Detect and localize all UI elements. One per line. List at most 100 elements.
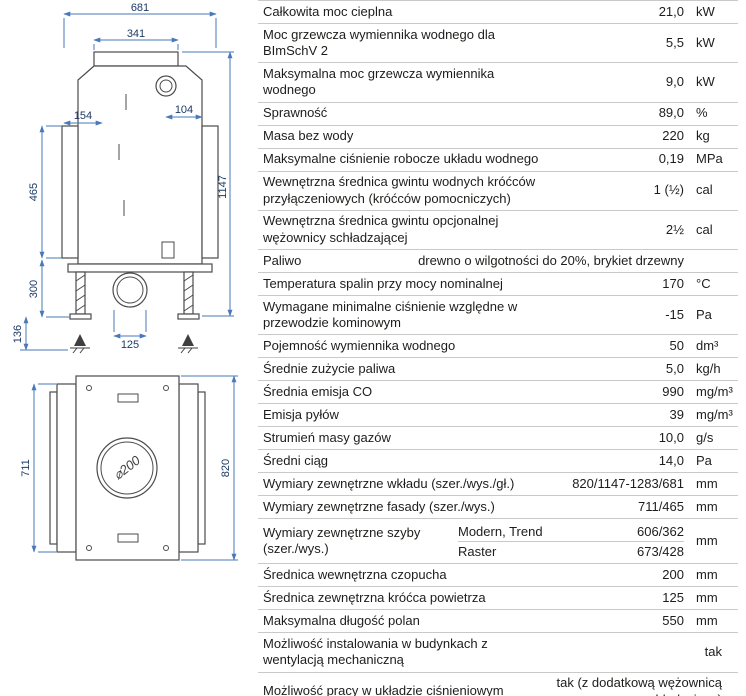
spec-label: Średnica zewnętrzna króćca powietrza (263, 589, 486, 605)
spec-row: Wymiary zewnętrzne wkładu (szer./wys./gł… (258, 473, 738, 497)
dim-width-top: 341 (127, 28, 145, 40)
stove-body (61, 51, 219, 320)
spec-value: 550 (662, 612, 684, 628)
spec-value: 170 (662, 275, 684, 291)
dimension-lines (20, 11, 234, 351)
spec-row: Pojemność wymiennika wodnego 50 dm³ (258, 335, 738, 359)
spec-label: Wewnętrzna średnica gwintu opcjonalnej w… (263, 213, 499, 245)
spec-row: Całkowita moc cieplna 21,0 kW (258, 1, 738, 24)
dim-height-facade: 465 (28, 183, 40, 201)
spec-row: Masa bez wody 220 kg (258, 126, 738, 149)
spec-value: 990 (662, 383, 684, 399)
spec-label: Wymiary zewnętrzne wkładu (szer./wys./gł… (263, 475, 515, 491)
spec-value: 820/1147-1283/681 (572, 475, 684, 491)
spec-row: Maksymalna moc grzewcza wymiennika wodne… (258, 63, 738, 103)
spec-value: 10,0 (658, 429, 684, 445)
spec-label: Możliwość instalowania w budynkach z wen… (263, 635, 488, 668)
spec-unit: mm (696, 566, 718, 582)
spec-label: Wewnętrzna średnica gwintu wodnych króćc… (263, 174, 536, 206)
spec-value: tak (704, 644, 722, 660)
top-view-body (49, 375, 206, 561)
spec-unit: kg (696, 128, 710, 144)
spec-unit: cal (696, 182, 713, 198)
spec-row: Wewnętrzna średnica gwintu wodnych króćc… (258, 172, 738, 211)
technical-drawings: 681 341 154 104 465 1147 300 136 125 (0, 0, 256, 696)
spec-label: Temperatura spalin przy mocy nominalnej (263, 275, 503, 291)
dim-height-right: 820 (220, 459, 232, 477)
spec-value: 125 (662, 589, 684, 605)
spec-value: 50 (669, 337, 684, 353)
body-details (75, 94, 194, 312)
dim-width-total: 681 (131, 2, 149, 14)
spec-value: 14,0 (658, 452, 684, 468)
spec-label: Średni ciąg (263, 452, 329, 468)
spec-row: Wymagane minimalne ciśnienie względne w … (258, 296, 738, 336)
glass-variant-row: Raster 673/428 (458, 542, 684, 561)
spec-label: Masa bez wody (263, 128, 354, 144)
spec-label: Wymiary zewnętrzne fasady (szer./wys.) (263, 498, 495, 514)
spec-unit: dm³ (696, 337, 719, 353)
spec-unit: % (696, 105, 708, 121)
glass-variant-value: 673/428 (637, 543, 684, 559)
spec-value: 1 (½) (653, 182, 684, 198)
spec-row: Średnia emisja CO 990 mg/m³ (258, 381, 738, 405)
top-view-dimension-lines (31, 375, 238, 561)
spec-row: Średnie zużycie paliwa 5,0 kg/h (258, 358, 738, 382)
spec-row: Możliwość instalowania w budynkach z wen… (258, 633, 738, 673)
spec-label: Średnie zużycie paliwa (263, 360, 396, 376)
spec-label: Paliwo (263, 252, 302, 268)
glass-variant-name: Modern, Trend (458, 523, 543, 539)
spec-row: Średnica wewnętrzna czopucha 200 mm (258, 564, 738, 588)
spec-unit: kW (696, 3, 715, 19)
dim-width-air-inlet: 125 (121, 339, 139, 351)
floor-anchors (70, 334, 198, 354)
spec-value: 39 (669, 406, 684, 422)
spec-label: Sprawność (263, 105, 328, 121)
spec-label: Średnia emisja CO (263, 383, 373, 399)
spec-row: Strumień masy gazów 10,0 g/s (258, 427, 738, 451)
spec-label: Moc grzewcza wymiennika wodnego dla BImS… (263, 26, 495, 59)
spec-unit: kW (696, 74, 715, 90)
spec-label: Maksymalna długość polan (263, 612, 420, 628)
spec-value: 711/465 (637, 498, 684, 514)
spec-label: Wymiary zewnętrzne szyby (szer./wys.) (263, 524, 421, 557)
spec-unit: mm (696, 612, 718, 628)
spec-row: Maksymalna długość polan 550 mm (258, 610, 738, 634)
spec-label: Pojemność wymiennika wodnego (263, 337, 456, 353)
spec-unit: Pa (696, 306, 712, 322)
spec-unit: mm (696, 589, 718, 605)
spec-label: Możliwość pracy w układzie ciśnieniowym (263, 683, 504, 696)
spec-unit: kW (696, 34, 715, 50)
spec-label: Wymagane minimalne ciśnienie względne w … (263, 298, 518, 331)
spec-row: Maksymalne ciśnienie robocze układu wodn… (258, 149, 738, 172)
front-view-drawing: 681 341 154 104 465 1147 300 136 125 (12, 2, 234, 354)
spec-row: Temperatura spalin przy mocy nominalnej … (258, 273, 738, 296)
spec-value: 220 (662, 128, 684, 144)
glass-variant-name: Raster (458, 543, 497, 559)
spec-value: tak (z dodatkową wężownicą schładzającą) (556, 675, 722, 696)
spec-label: Maksymalne ciśnienie robocze układu wodn… (263, 151, 539, 167)
dim-height-total: 1147 (217, 175, 229, 199)
spec-unit: MPa (696, 151, 723, 167)
dimension-labels: 681 341 154 104 465 1147 300 136 125 (12, 2, 229, 351)
spec-row: Moc grzewcza wymiennika wodnego dla BImS… (258, 24, 738, 64)
spec-label: Emisja pyłów (263, 406, 339, 422)
glass-variant-row: Modern, Trend 606/362 (458, 522, 684, 542)
spec-unit: °C (696, 275, 711, 291)
spec-table: Całkowita moc cieplna 21,0 kW Moc grzewc… (258, 0, 738, 696)
spec-value: 89,0 (658, 105, 684, 121)
spec-value: 0,19 (658, 151, 684, 167)
spec-row: Możliwość pracy w układzie ciśnieniowym … (258, 673, 738, 696)
spec-label: Strumień masy gazów (263, 429, 391, 445)
spec-unit: kg/h (696, 360, 721, 376)
spec-row: Średni ciąg 14,0 Pa (258, 450, 738, 474)
spec-value: 5,5 (665, 34, 684, 50)
spec-value: 2½ (665, 221, 684, 237)
spec-value: 5,0 (665, 360, 684, 376)
spec-value: -15 (665, 306, 684, 322)
spec-unit: g/s (696, 429, 714, 445)
spec-label: Całkowita moc cieplna (263, 3, 393, 19)
dim-offset-right: 104 (175, 104, 193, 116)
spec-value: drewno o wilgotności do 20%, brykiet drz… (418, 252, 684, 268)
